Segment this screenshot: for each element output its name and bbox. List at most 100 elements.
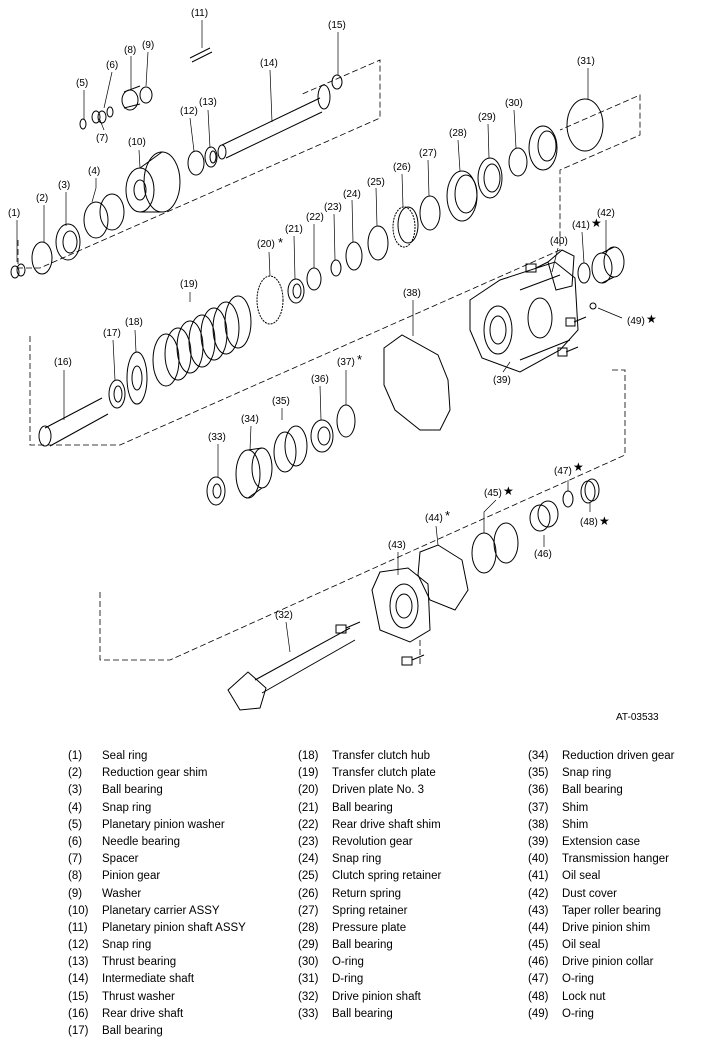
callout-9: (9) [142, 40, 155, 51]
part-shim-37 [336, 404, 356, 438]
part-drive-pinion-collar [529, 500, 559, 532]
part-extension-case [469, 261, 579, 373]
part-transfer-clutch-plates [152, 295, 252, 387]
part-revolution-gear [330, 259, 342, 277]
legend-number: (17) [68, 1025, 89, 1037]
part-rear-drive-shaft [38, 397, 109, 447]
asterisk-20: * [278, 235, 284, 250]
callout-1: (1) [8, 208, 21, 219]
part-intermediate-shaft [217, 84, 331, 160]
callout-7: (7) [96, 133, 109, 144]
legend-number: (12) [68, 939, 89, 952]
callout-42: (42) [597, 208, 615, 219]
figure-reference: AT-03533 [616, 712, 659, 723]
legend-number: (41) [528, 870, 549, 883]
callout-5: (5) [76, 78, 89, 89]
callout-32: (32) [275, 610, 293, 621]
legend-part-name: Thrust washer [102, 990, 175, 1003]
legend-number: (11) [68, 921, 88, 934]
legend-number: (30) [298, 956, 319, 969]
part-pressure-plate [446, 170, 478, 222]
callout-30: (30) [505, 98, 523, 109]
legend-part-name: Seal ring [102, 750, 148, 762]
legend-number: (8) [68, 870, 83, 883]
legend-part-name: Clutch spring retainer [332, 870, 442, 883]
legend-part-name: Oil seal [562, 939, 601, 952]
callout-3: (3) [58, 180, 71, 191]
legend-part-name: Rear drive shaft [102, 1007, 184, 1020]
legend-part-name: Needle bearing [102, 835, 181, 848]
legend-part-name: Thrust bearing [102, 956, 177, 969]
legend-part-name: Oil seal [562, 870, 601, 883]
legend-number: (33) [298, 1007, 319, 1020]
legend-part-name: Reduction gear shim [102, 767, 208, 780]
legend-part-name: Rear drive shaft shim [332, 818, 441, 831]
part-rear-drive-shaft-shim [306, 267, 322, 291]
part-taper-roller-bearing [371, 567, 431, 643]
legend-part-name: Spacer [102, 853, 139, 866]
legend-number: (36) [528, 784, 549, 797]
legend-part-name: Transfer clutch hub [332, 750, 431, 762]
legend-number: (32) [298, 990, 319, 1003]
legend-part-name: Ball bearing [332, 801, 393, 814]
callout-41: (41) [572, 220, 590, 231]
legend-number: (49) [528, 1007, 549, 1020]
callout-40: (40) [550, 236, 568, 247]
callout-10: (10) [128, 137, 146, 148]
legend-part-name: O-ring [562, 973, 594, 986]
legend-number: (1) [68, 750, 83, 762]
part-transmission-hanger [547, 249, 575, 291]
callout-19: (19) [180, 279, 198, 290]
legend-part-name: Snap ring [102, 801, 152, 814]
legend-number: (7) [68, 853, 83, 866]
legend-number: (9) [68, 887, 83, 900]
legend-number: (18) [298, 750, 319, 762]
callout-13: (13) [199, 97, 217, 108]
part-seal-ring [10, 263, 26, 279]
part-bolts [335, 261, 587, 666]
legend-number: (21) [298, 801, 319, 814]
callout-24: (24) [343, 189, 361, 200]
part-ball-bearing-36 [310, 419, 334, 453]
part-pinion-shaft [189, 47, 213, 63]
part-ball-bearing-21 [287, 278, 305, 304]
part-oil-seal-41 [577, 262, 591, 284]
legend-part-name: Spring retainer [332, 904, 408, 917]
part-ball-bearing-29 [477, 157, 503, 199]
legend-part-name: O-ring [562, 1007, 594, 1020]
legend-part-name: Taper roller bearing [562, 904, 662, 917]
legend-part-name: Shim [562, 801, 589, 814]
legend-number: (24) [298, 853, 319, 866]
callout-39: (39) [493, 375, 511, 386]
callout-12: (12) [180, 106, 198, 117]
legend-number: (19) [298, 767, 319, 780]
star-45: ★ [503, 484, 514, 498]
legend-part-name: Revolution gear [332, 835, 413, 848]
legend-part-name: Planetary carrier ASSY [102, 904, 220, 917]
part-reduction-gear-shim [31, 241, 53, 275]
legend-part-name: Ball bearing [102, 784, 163, 797]
star-48: ★ [599, 514, 610, 528]
legend-number: (15) [68, 990, 89, 1003]
part-o-ring-47 [562, 490, 574, 508]
callout-22: (22) [306, 212, 324, 223]
callout-27: (27) [419, 148, 437, 159]
callout-20: (20) [257, 239, 275, 250]
part-clutch-spring-retainer [367, 225, 389, 261]
callout-45: (45) [484, 488, 502, 499]
legend-number: (5) [68, 818, 83, 831]
leader-lines [16, 20, 623, 653]
legend-part-name: Pinion gear [102, 870, 161, 883]
part-shim-38 [383, 334, 451, 431]
callout-16: (16) [54, 357, 72, 368]
legend-part-name: Return spring [332, 887, 402, 900]
callout-43: (43) [388, 540, 406, 551]
legend-number: (13) [68, 956, 89, 969]
part-transfer-clutch-hub [126, 351, 148, 405]
legend-number: (31) [298, 973, 319, 986]
star-47: ★ [573, 460, 584, 474]
legend-part-name: Pressure plate [332, 921, 407, 934]
part-snap-ring-35 [273, 425, 308, 473]
legend-part-name: Washer [102, 887, 142, 900]
parts-legend: (1)Seal ring(2)Reduction gear shim(3)Bal… [0, 748, 713, 1048]
